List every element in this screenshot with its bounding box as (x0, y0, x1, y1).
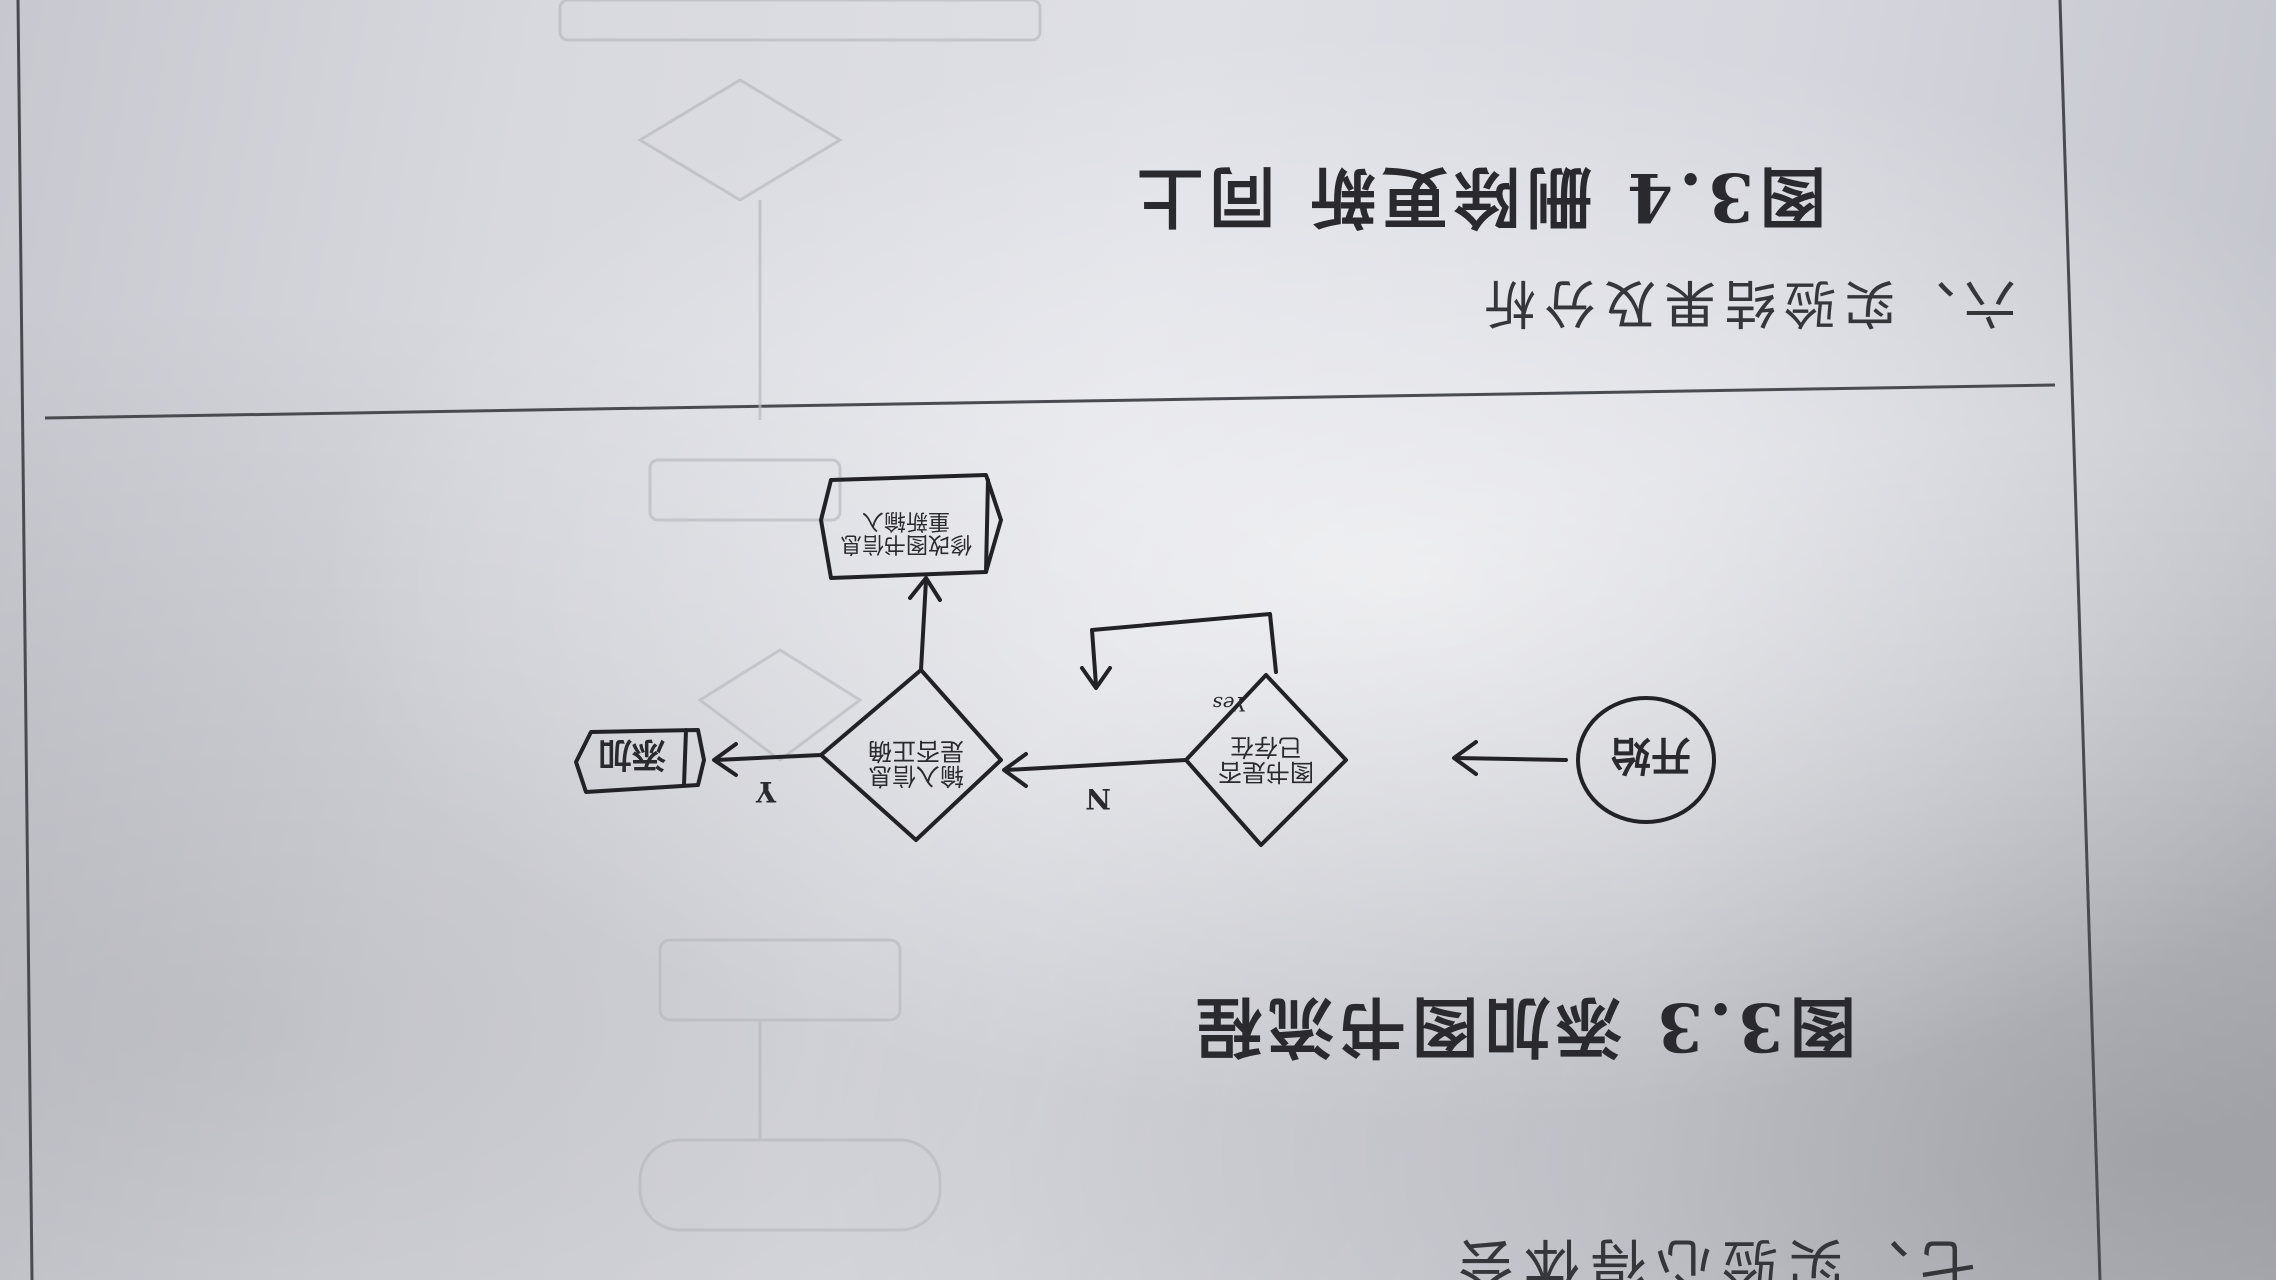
end-node-inner-line (682, 728, 688, 787)
arrow-decision1-to-decision2 (1004, 758, 1188, 772)
left-border-line (16, 0, 34, 1280)
loop-arrowhead (1080, 666, 1112, 690)
arrowhead-decision1 (1452, 740, 1478, 776)
arrowhead-process (908, 576, 942, 602)
decision-2-label: 输入信息是否正确 (868, 736, 964, 790)
decision-1-side-label: Yes (1212, 692, 1246, 716)
arrowhead-decision2 (1002, 752, 1028, 788)
process-box-inner-line (984, 478, 990, 574)
start-node-label: 开始 (1611, 732, 1691, 779)
loop-back-line (1090, 612, 1278, 687)
horizontal-divider-line (44, 383, 2056, 420)
decision-1-label: 图书是否已存在 (1218, 732, 1314, 786)
bleed-through-shapes (558, 0, 1042, 1232)
start-node-shape (1576, 696, 1716, 824)
arrow-start-to-decision1 (1454, 756, 1568, 762)
decision-1-branch-label: N (1085, 782, 1111, 815)
end-node-shape (574, 728, 706, 794)
end-node-label: 添加 (598, 734, 666, 774)
right-border-line (2058, 0, 2102, 1280)
decision-2-branch-label: Y (756, 775, 776, 808)
arrow-decision2-to-process (919, 578, 928, 672)
arrowhead-end (712, 742, 738, 777)
process-box-label: 修改图书信息 重新输入 (840, 507, 973, 556)
arrow-decision2-to-end (714, 753, 823, 762)
